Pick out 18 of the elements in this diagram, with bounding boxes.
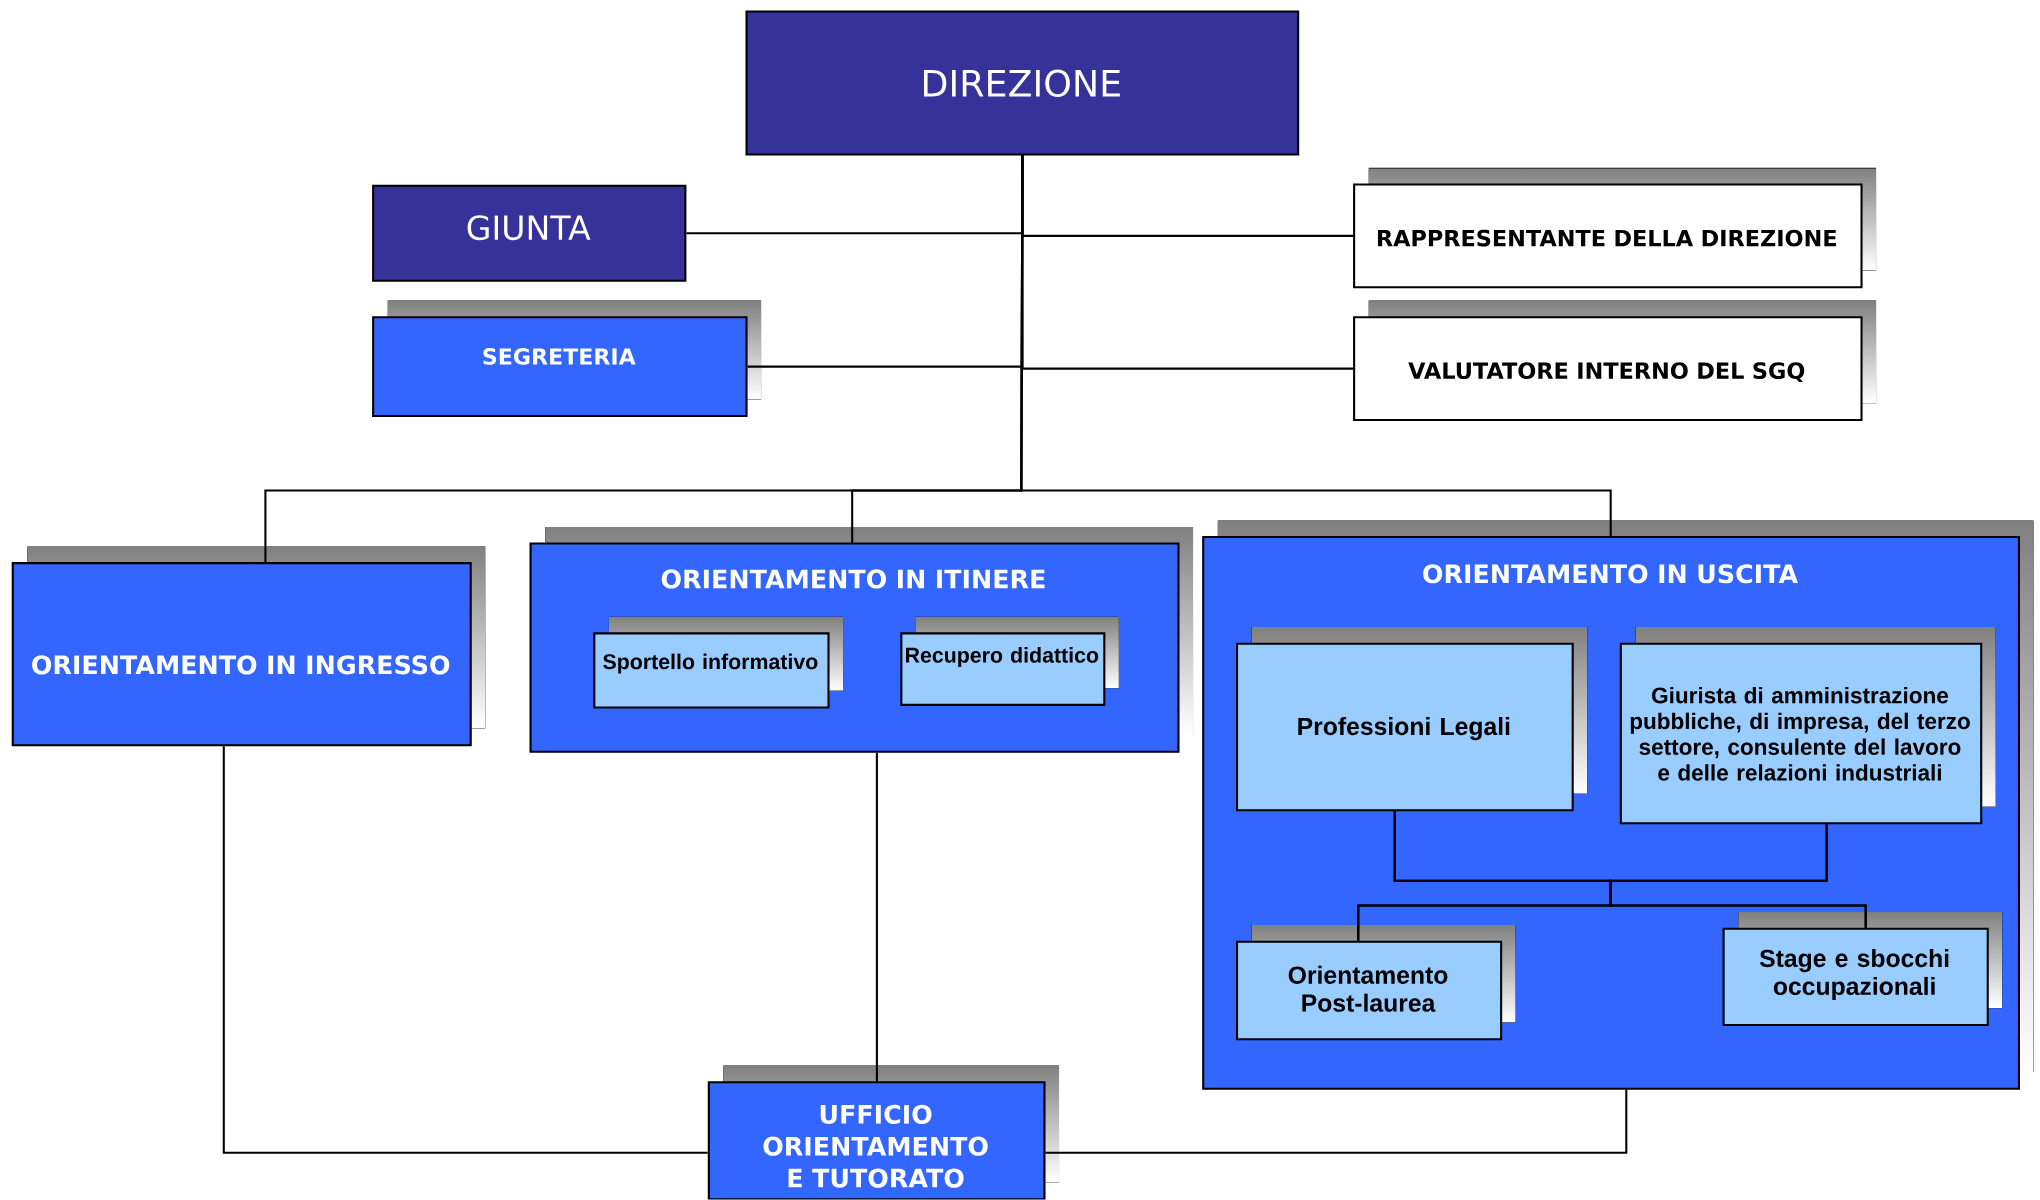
connector-line — [875, 753, 878, 1082]
department-box: UFFICIO ORIENTAMENTO E TUTORATO — [707, 1065, 1060, 1200]
connector-line — [1045, 1090, 1628, 1154]
connector-line — [1020, 155, 1612, 537]
service-box: Stage e sbocchi occupazionali — [1722, 912, 2003, 1027]
unit-box: GIUNTA — [372, 184, 687, 283]
role-box: RAPPRESENTANTE DELLA DIREZIONE — [1353, 168, 1877, 289]
department-box: ORIENTAMENTO IN INGRESSO — [11, 546, 486, 747]
connector-line — [1609, 824, 1867, 928]
service-box: Sportello informativo — [593, 616, 844, 709]
service-box: Recupero didattico — [900, 616, 1119, 707]
unit-box: DIREZIONE — [745, 10, 1300, 156]
service-box: Giurista di amministrazione pubbliche, di impresa, del terzo settore, consulente del lavoro e delle relazioni industriali — [1619, 627, 1996, 825]
service-box: Professioni Legali — [1236, 627, 1588, 812]
connector-line — [222, 746, 708, 1154]
department-box: SEGRETERIA — [372, 300, 762, 418]
role-box: VALUTATORE INTERNO DEL SGQ — [1353, 300, 1877, 422]
service-box: Orientamento Post-laurea — [1236, 925, 1516, 1041]
